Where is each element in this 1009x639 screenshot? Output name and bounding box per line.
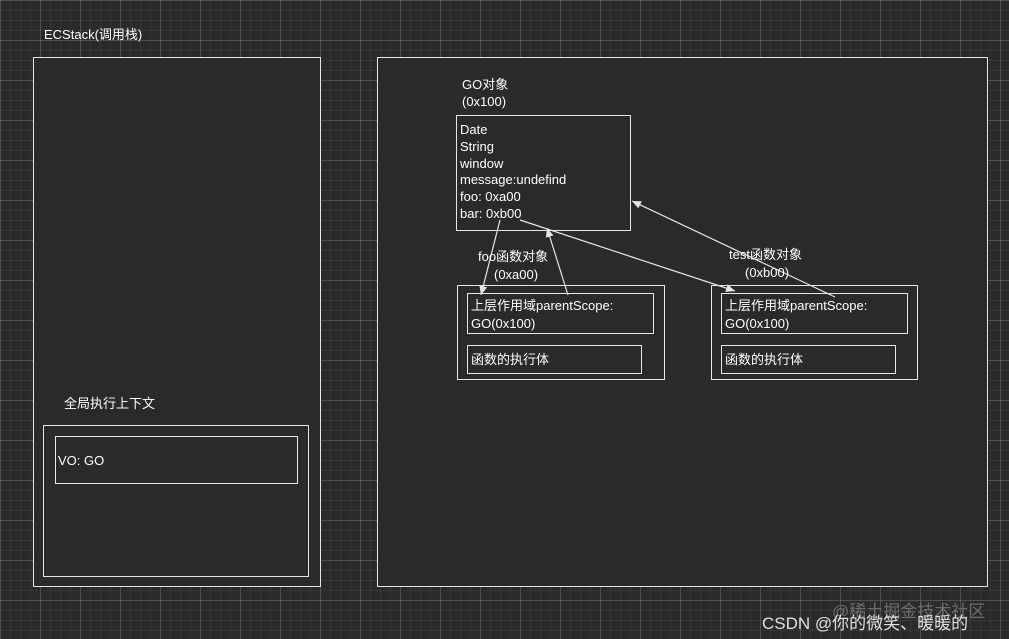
- foo-scope-line2: GO(0x100): [471, 316, 536, 331]
- foo-object-box: [457, 285, 665, 380]
- test-object-address: (0xb00): [745, 265, 790, 280]
- test-scope-box: [721, 293, 908, 334]
- vo-label: VO: GO: [58, 453, 105, 468]
- foo-pointer-arrow: [479, 219, 501, 296]
- foo-body-box: [467, 345, 642, 374]
- global-execution-context: [43, 425, 309, 577]
- go-prop: Date: [460, 122, 488, 137]
- juejin-watermark: @稀土掘金技术社区: [832, 602, 986, 621]
- go-prop: message:undefind: [460, 172, 567, 188]
- foo-object-address: (0xa00): [494, 267, 539, 282]
- test-parent-scope-arrow: [631, 200, 836, 298]
- test-body-box: [721, 345, 896, 374]
- vo-box: [55, 436, 298, 484]
- go-object-props: Date String window message:undefind foo:…: [460, 122, 566, 223]
- global-context-label: 全局执行上下文: [64, 396, 156, 411]
- test-body-label: 函数的执行体: [725, 352, 804, 367]
- ecstack-title: ECStack(调用栈): [44, 27, 143, 42]
- bar-pointer-arrow: [519, 219, 736, 292]
- go-object-box: [456, 115, 631, 231]
- foo-scope-box: [467, 293, 654, 334]
- foo-scope-line1: 上层作用域parentScope:: [471, 298, 614, 313]
- go-prop: bar: 0xb00: [460, 205, 522, 221]
- foo-body-label: 函数的执行体: [471, 352, 550, 367]
- ecstack-container: [33, 57, 321, 587]
- memory-area: [377, 57, 988, 587]
- test-scope-line1: 上层作用域parentScope:: [725, 298, 868, 313]
- go-object-address: (0x100): [462, 94, 507, 109]
- go-object-title: GO对象: [462, 77, 509, 92]
- go-prop: window: [460, 155, 504, 171]
- test-object-box: [711, 285, 918, 380]
- foo-parent-scope-arrow: [545, 227, 569, 296]
- go-prop: foo: 0xa00: [460, 189, 521, 205]
- test-object-title: test函数对象: [729, 247, 802, 262]
- go-prop: String: [460, 138, 494, 154]
- test-scope-line2: GO(0x100): [725, 316, 790, 331]
- csdn-watermark: CSDN @你的微笑、暖暖的: [762, 614, 969, 633]
- foo-object-title: foo函数对象: [478, 249, 549, 264]
